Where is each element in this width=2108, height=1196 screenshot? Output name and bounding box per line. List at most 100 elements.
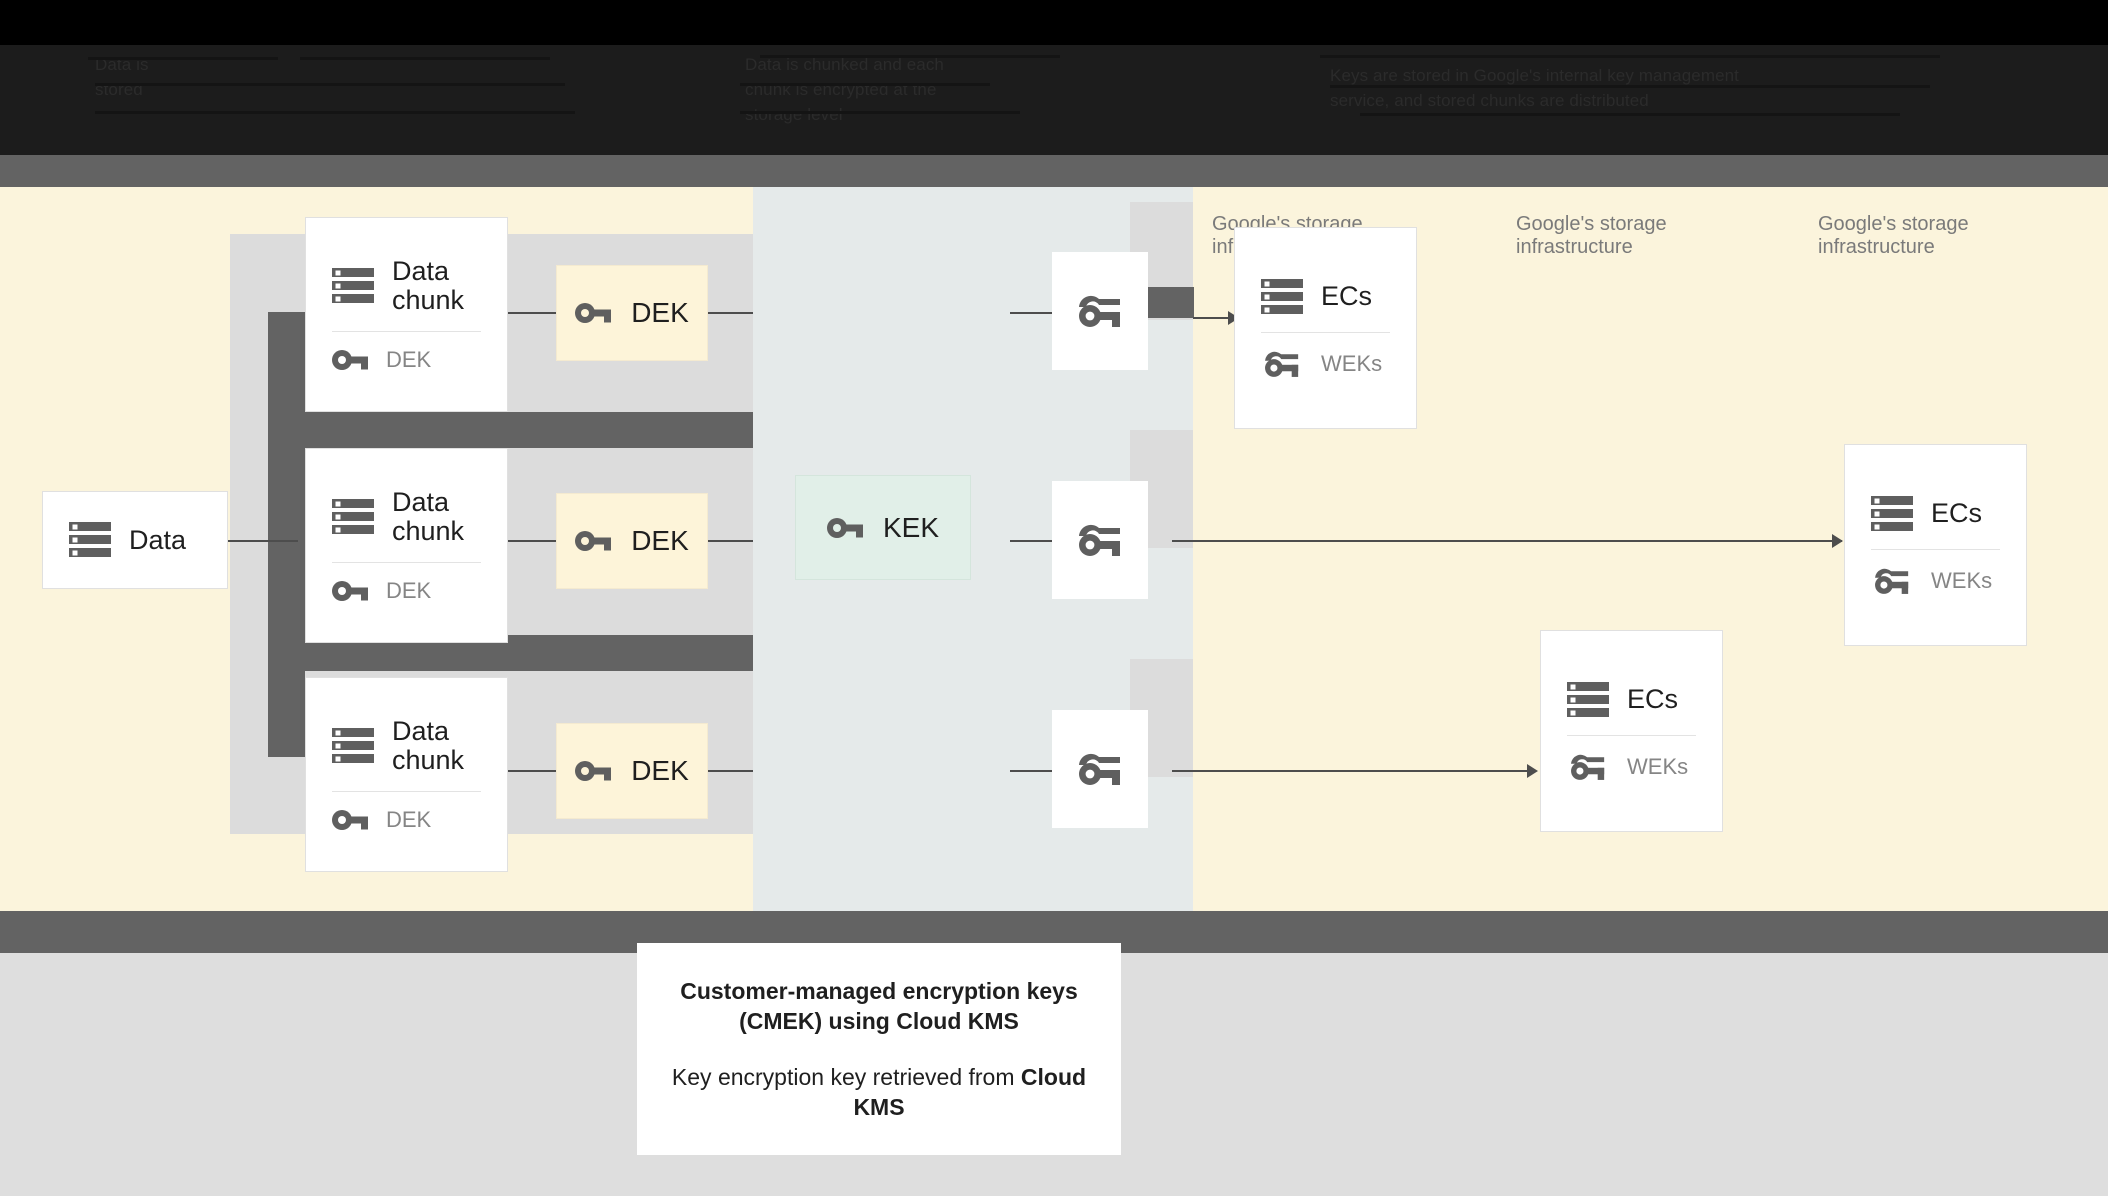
chunk-key-label: DEK	[386, 347, 432, 372]
double-key-icon	[1079, 753, 1120, 785]
connector-chunk3-dek	[508, 770, 556, 772]
ec-title: ECs	[1321, 281, 1373, 311]
chunk-key-label: DEK	[386, 807, 432, 832]
connector-chunk1-dek	[508, 312, 556, 314]
dek-chip-label: DEK	[631, 297, 689, 328]
server-icon	[1871, 495, 1913, 531]
chunk-title: Data chunk	[392, 716, 465, 775]
storage-label-3: Google's storage infrastructure	[1818, 213, 1969, 258]
arrow-to-ec2	[1832, 534, 1843, 548]
data-source-card[interactable]: Data	[42, 491, 228, 589]
header-redaction-bar	[95, 111, 575, 114]
caption-line-2-bold: Cloud KMS	[853, 1064, 1087, 1120]
key-icon	[332, 350, 368, 370]
connector-wek3-to-ec3	[1172, 770, 1535, 772]
key-icon	[575, 761, 612, 781]
connector-data-to-chunks	[228, 540, 298, 542]
header-redaction-bar	[1320, 55, 1940, 58]
arrow-to-ec1	[1228, 311, 1239, 325]
ec-title-row: ECs	[1845, 495, 2026, 533]
key-icon	[332, 810, 368, 830]
connector-chunk2-dek	[508, 540, 556, 542]
wek-tile-2[interactable]	[1052, 481, 1148, 599]
header-redaction-bar	[300, 57, 550, 60]
diagram-canvas: Google's storage infrastructure Google's…	[0, 187, 2108, 911]
kek-chip[interactable]: KEK	[795, 475, 971, 580]
ec-card-2[interactable]: ECs WEKs	[1844, 444, 2027, 646]
ec-title-row: ECs	[1541, 681, 1722, 719]
card-divider	[1871, 548, 2000, 550]
storage-label-2: Google's storage infrastructure	[1516, 213, 1667, 258]
key-icon	[575, 531, 612, 551]
chunk-key-row: DEK	[306, 348, 507, 372]
caption-line-2: Key encryption key retrieved from Cloud …	[659, 1062, 1099, 1122]
header-redaction-bar	[88, 57, 278, 60]
connector-kek-to-wek3	[1010, 770, 1052, 772]
chunk-key-label: DEK	[386, 578, 432, 603]
header-dark-band: Data is stored Data is chunked and each …	[0, 45, 2108, 155]
double-key-icon	[1875, 568, 1909, 594]
arrow-to-ec3	[1527, 764, 1538, 778]
ec-title: ECs	[1931, 498, 1983, 528]
data-chunk-card-1[interactable]: Data chunk DEK	[305, 217, 508, 412]
wek-tile-3[interactable]	[1052, 710, 1148, 828]
card-divider	[332, 331, 481, 332]
data-chunk-card-3[interactable]: Data chunk DEK	[305, 677, 508, 872]
ec-key-label: WEKs	[1931, 567, 1993, 593]
ec-key-row: WEKs	[1235, 349, 1416, 379]
connector-kek-to-wek1	[1010, 312, 1052, 314]
connector-kek-to-wek2	[1010, 540, 1052, 542]
ec-card-3[interactable]: ECs WEKs	[1540, 630, 1723, 832]
chunk-title-row: Data chunk	[306, 717, 507, 775]
double-key-icon	[1079, 524, 1120, 556]
connector-wek1-to-ec1	[1193, 317, 1231, 319]
kek-chip-label: KEK	[882, 511, 940, 543]
chunk-key-row: DEK	[306, 579, 507, 603]
chunk-title-row: Data chunk	[306, 257, 507, 315]
data-source-row: Data	[43, 521, 227, 559]
server-icon	[332, 499, 374, 534]
header-redaction-bar	[1330, 85, 1930, 88]
ec-key-label: WEKs	[1627, 753, 1689, 779]
connector-wek2-to-ec2	[1172, 540, 1842, 542]
card-divider	[332, 562, 481, 563]
dek-chip-1[interactable]: DEK	[556, 265, 708, 361]
connector-dek1-out	[708, 312, 753, 314]
ec-title: ECs	[1627, 684, 1679, 714]
double-key-icon	[1265, 351, 1299, 377]
data-chunk-card-2[interactable]: Data chunk DEK	[305, 448, 508, 643]
obscuring-bar-vertical	[268, 312, 305, 757]
key-icon	[332, 581, 368, 601]
header-text-column-2: Data is chunked and each chunk is encryp…	[745, 55, 944, 124]
server-icon	[1567, 681, 1609, 717]
chunk-title: Data chunk	[392, 256, 465, 315]
header-redaction-bar	[95, 83, 565, 86]
dek-chip-2[interactable]: DEK	[556, 493, 708, 589]
ec-key-row: WEKs	[1541, 752, 1722, 782]
card-divider	[1261, 331, 1390, 333]
ec-title-row: ECs	[1235, 278, 1416, 316]
caption-card: Customer-managed encryption keys (CMEK) …	[637, 943, 1121, 1155]
connector-dek3-out	[708, 770, 753, 772]
wek-tile-1[interactable]	[1052, 252, 1148, 370]
connector-dek2-out	[708, 540, 753, 542]
chunk-key-row: DEK	[306, 808, 507, 832]
card-divider	[1567, 734, 1696, 736]
header-black-strip	[0, 0, 2108, 45]
ec-key-row: WEKs	[1845, 566, 2026, 596]
ec-card-1[interactable]: ECs WEKs	[1234, 227, 1417, 429]
header-grey-separator	[0, 155, 2108, 187]
header-text-column-3: Keys are stored in Google's internal key…	[1330, 66, 1740, 110]
caption-line-2-prefix: Key encryption key retrieved from	[671, 1064, 1021, 1090]
server-icon	[1261, 278, 1303, 314]
header-redaction-bar	[740, 83, 990, 86]
server-icon	[69, 522, 111, 557]
dek-chip-label: DEK	[631, 755, 689, 786]
data-source-title: Data	[129, 524, 187, 555]
obscuring-bar-horizontal-1	[268, 412, 753, 448]
server-icon	[332, 728, 374, 763]
dek-chip-label: DEK	[631, 525, 689, 556]
chunk-title: Data chunk	[392, 487, 465, 546]
ec-key-label: WEKs	[1321, 350, 1383, 376]
dek-chip-3[interactable]: DEK	[556, 723, 708, 819]
